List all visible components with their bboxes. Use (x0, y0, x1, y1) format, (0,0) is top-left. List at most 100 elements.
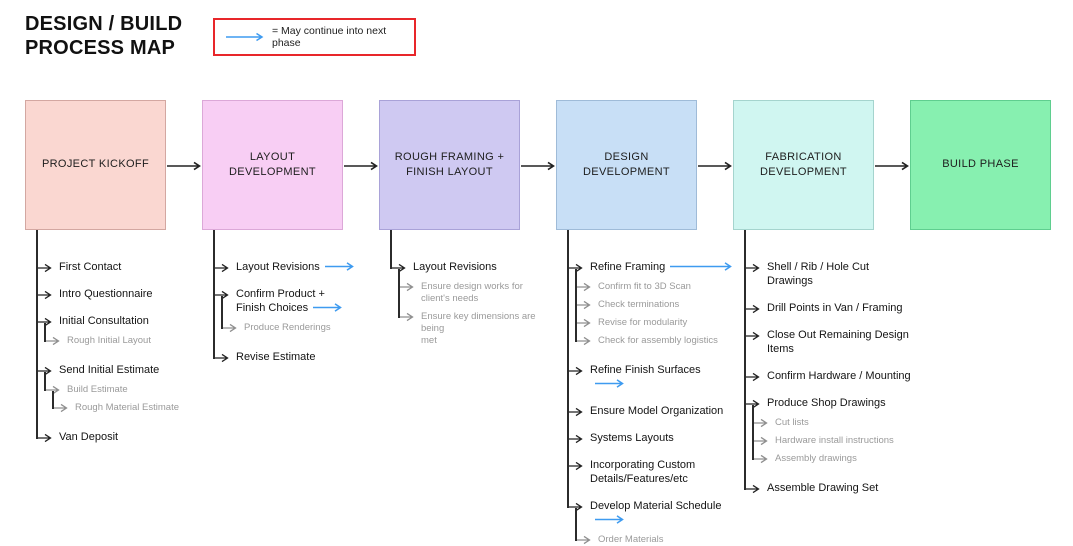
task-item-close-out-remaining-design-items: Close Out Remaining Design Items (733, 329, 911, 357)
task-item-send-initial-estimate: Send Initial Estimate (25, 364, 203, 378)
connector-line (390, 230, 392, 269)
task-item-build-estimate: Build Estimate (25, 384, 203, 396)
task-label: Build Estimate (67, 383, 128, 395)
task-label: Confirm fit to 3D Scan (598, 280, 691, 292)
task-item-layout-revisions: Layout Revisions (379, 261, 557, 275)
task-label: Incorporating Custom Details/Features/et… (590, 459, 696, 486)
branch-arrow-icon (36, 317, 52, 327)
branch-arrow-icon (213, 263, 229, 273)
branch-arrow-icon (567, 434, 583, 444)
task-label: Check terminations (598, 299, 680, 311)
task-item-check-terminations: Check terminations (556, 299, 734, 311)
task-label: Hardware install instructions (775, 434, 894, 446)
phase-connector-arrow (167, 159, 201, 171)
task-label: Produce Renderings (244, 321, 331, 333)
task-label: Develop Material Schedule (590, 500, 734, 528)
task-label: Check for assembly logistics (598, 335, 718, 347)
task-label: Order Materials (598, 533, 664, 545)
connector-line (213, 230, 215, 359)
connector-line (744, 230, 746, 490)
phase-box-layout-development: LAYOUT DEVELOPMENT (202, 100, 343, 230)
phase-connector-arrow (344, 159, 378, 171)
phase-box-rough-framing-finish-layout: ROUGH FRAMING + FINISH LAYOUT (379, 100, 520, 230)
task-item-incorporating-custom-details-features-etc: Incorporating Custom Details/Features/et… (556, 459, 734, 487)
task-label: Refine Framing (590, 261, 733, 275)
task-label: Send Initial Estimate (59, 363, 160, 376)
task-label: Rough Material Estimate (75, 402, 180, 413)
branch-arrow-icon (567, 263, 583, 273)
task-item-initial-consultation: Initial Consultation (25, 315, 203, 329)
branch-arrow-icon (36, 263, 52, 273)
connector-line (36, 230, 38, 439)
task-label: Close Out Remaining Design Items (767, 328, 909, 355)
task-label: Confirm Product + Finish Choices (236, 288, 343, 316)
task-item-drill-points-in-van-framing: Drill Points in Van / Framing (733, 302, 911, 316)
branch-arrow-icon (390, 263, 406, 273)
branch-arrow-icon (575, 300, 591, 310)
continue-arrow-icon (595, 515, 624, 524)
phase-box-project-kickoff: PROJECT KICKOFF (25, 100, 166, 230)
task-label: Assemble Drawing Set (767, 481, 879, 494)
task-item-shell-rib-hole-cut-drawings: Shell / Rib / Hole Cut Drawings (733, 261, 911, 289)
connector-line (752, 405, 754, 460)
branch-arrow-icon (567, 502, 583, 512)
task-item-ensure-model-organization: Ensure Model Organization (556, 405, 734, 419)
task-label: Refine Finish Surfaces (590, 364, 734, 392)
task-item-first-contact: First Contact (25, 261, 203, 275)
continue-arrow-icon (670, 262, 733, 271)
task-label: Layout Revisions (236, 261, 354, 275)
phase-box-design-development: DESIGN DEVELOPMENT (556, 100, 697, 230)
task-item-order-materials: Order Materials (556, 534, 734, 546)
task-label: Intro Questionnaire (59, 287, 153, 300)
branch-arrow-icon (575, 318, 591, 328)
branch-arrow-icon (36, 290, 52, 300)
task-item-assemble-drawing-set: Assemble Drawing Set (733, 482, 911, 496)
task-item-develop-material-schedule: Develop Material Schedule (556, 500, 734, 528)
branch-arrow-icon (752, 436, 768, 446)
branch-arrow-icon (52, 403, 68, 413)
task-item-assembly-drawings: Assembly drawings (733, 453, 911, 465)
branch-arrow-icon (221, 323, 237, 333)
task-item-revise-for-modularity: Revise for modularity (556, 317, 734, 329)
task-label: Ensure key dimensions are being met (421, 311, 536, 347)
process-map-canvas: DESIGN / BUILD PROCESS MAP = May continu… (25, 13, 1051, 545)
task-label: Ensure design works for client's needs (421, 280, 523, 305)
task-label: Cut lists (775, 416, 809, 428)
connector-line (221, 296, 223, 329)
task-label: Assembly drawings (775, 452, 857, 464)
branch-arrow-icon (575, 336, 591, 346)
branch-arrow-icon (44, 336, 60, 346)
branch-arrow-icon (575, 282, 591, 292)
branch-arrow-icon (744, 399, 760, 409)
branch-arrow-icon (744, 372, 760, 382)
task-item-cut-lists: Cut lists (733, 417, 911, 429)
task-label: Revise Estimate (236, 350, 316, 363)
task-label: Drill Points in Van / Framing (767, 301, 903, 314)
task-label: Shell / Rib / Hole Cut Drawings (767, 261, 870, 287)
task-item-layout-revisions: Layout Revisions (202, 261, 380, 275)
task-label: First Contact (59, 261, 122, 273)
task-label: Confirm Hardware / Mounting (767, 369, 911, 382)
task-item-refine-framing: Refine Framing (556, 261, 734, 275)
branch-arrow-icon (36, 366, 52, 376)
branch-arrow-icon (398, 282, 414, 292)
connector-line (575, 508, 577, 541)
task-item-rough-material-estimate: Rough Material Estimate (25, 402, 203, 414)
branch-arrow-icon (567, 461, 583, 471)
task-item-produce-shop-drawings: Produce Shop Drawings (733, 397, 911, 411)
task-item-intro-questionnaire: Intro Questionnaire (25, 288, 203, 302)
task-item-confirm-hardware-mounting: Confirm Hardware / Mounting (733, 370, 911, 384)
branch-arrow-icon (398, 312, 414, 322)
phase-connector-arrow (875, 159, 909, 171)
task-label: Systems Layouts (590, 432, 674, 445)
branch-arrow-icon (752, 454, 768, 464)
connector-line (575, 269, 577, 342)
connector-line (52, 390, 54, 409)
connector-line (398, 269, 400, 318)
continue-arrow-icon (226, 32, 264, 42)
